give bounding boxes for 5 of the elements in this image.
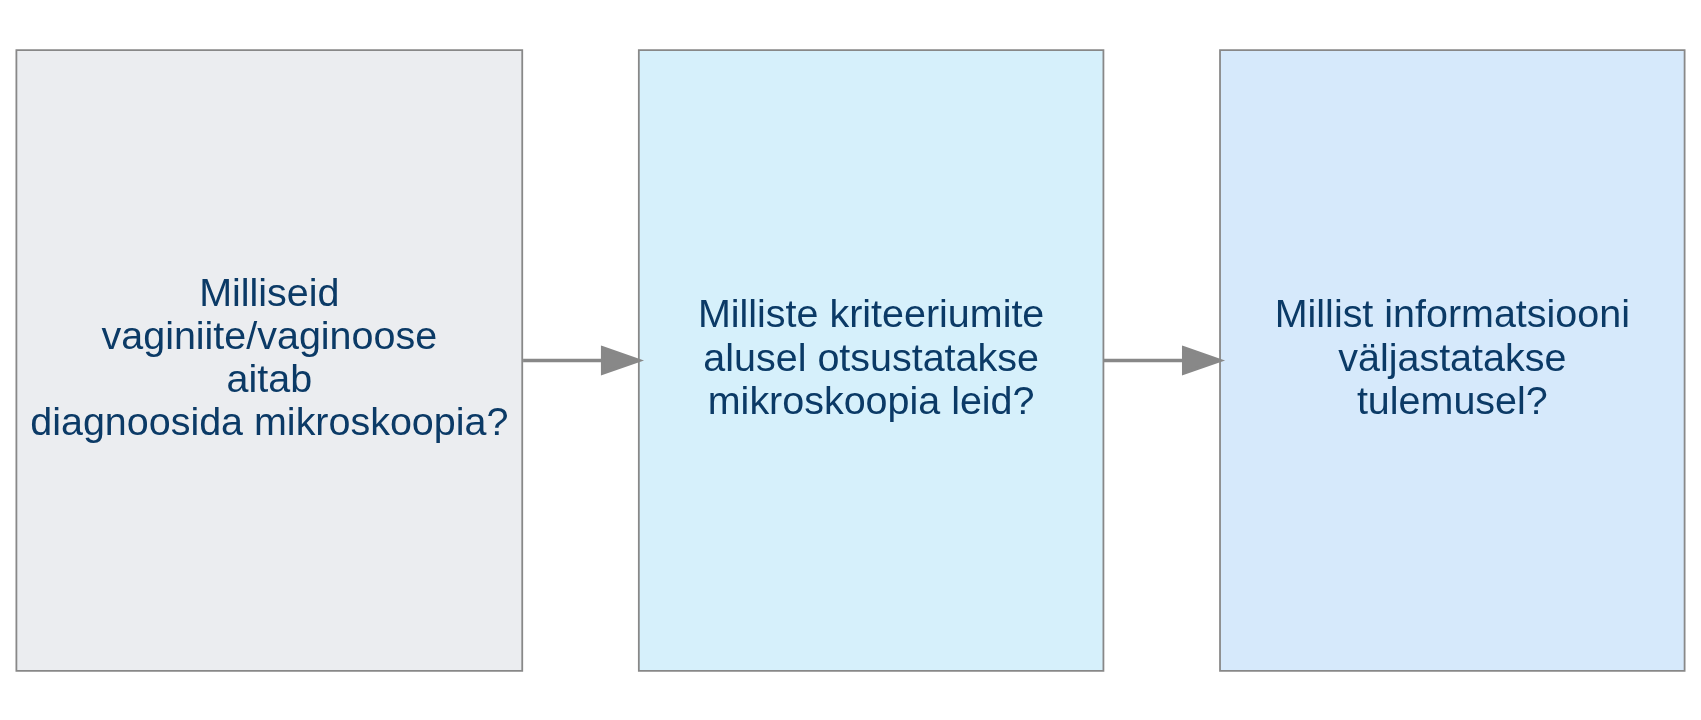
node-box: Millist informatsiooni väljastatakse tulemusel? <box>1219 48 1686 672</box>
node-box: Milliste kriteeriumite alusel otsustatakse mikroskoopia leid? <box>637 48 1105 672</box>
arrow <box>523 344 645 376</box>
arrow <box>1103 344 1226 376</box>
node-box: Milliseid vaginiite/vaginoose aitab diagnoosida mikroskoopia? <box>15 48 524 672</box>
